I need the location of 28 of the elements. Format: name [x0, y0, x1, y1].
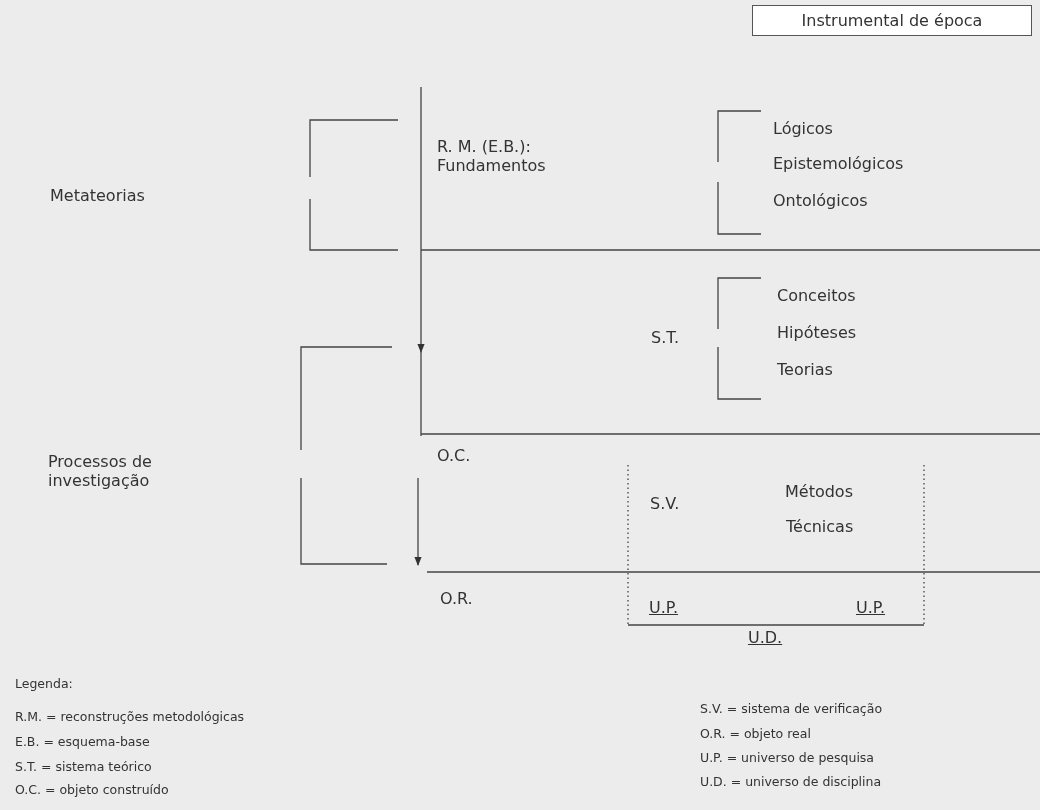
legend-text: S.V. = sistema de verificação	[700, 701, 883, 716]
label-text: Conceitos	[777, 286, 856, 306]
label-text: Lógicos	[773, 119, 833, 139]
label-text: S.V.	[650, 494, 680, 514]
label-text: Metateorias	[50, 186, 145, 206]
label-text: R. M. (E.B.): Fundamentos	[437, 137, 547, 176]
label-text: Métodos	[785, 482, 853, 502]
label-text: Hipóteses	[777, 323, 857, 343]
label-text: U.D.	[748, 628, 783, 648]
legend-text: Legenda:	[15, 676, 73, 691]
legend-text: U.D. = universo de disciplina	[700, 774, 882, 789]
legend-text: O.C. = objeto construído	[15, 782, 169, 797]
legend-text: E.B. = esquema-base	[15, 734, 150, 749]
label-text: Teorias	[777, 360, 833, 380]
label-text: Ontológicos	[773, 191, 868, 211]
legend-text: R.M. = reconstruções metodológicas	[15, 709, 245, 724]
label-text: Técnicas	[786, 517, 854, 537]
label-text: Epistemológicos	[773, 154, 904, 174]
label-box: Instrumental de época	[752, 5, 1032, 36]
label-text: O.R.	[440, 589, 473, 609]
label-text: S.T.	[651, 328, 680, 348]
label-text: U.P.	[856, 598, 886, 618]
label-text: U.P.	[649, 598, 679, 618]
legend-text: S.T. = sistema teórico	[15, 759, 152, 774]
legend-text: O.R. = objeto real	[700, 726, 811, 741]
legend-text: U.P. = universo de pesquisa	[700, 750, 875, 765]
label-text: O.C.	[437, 446, 471, 466]
label-text: Processos de investigação	[48, 452, 153, 491]
